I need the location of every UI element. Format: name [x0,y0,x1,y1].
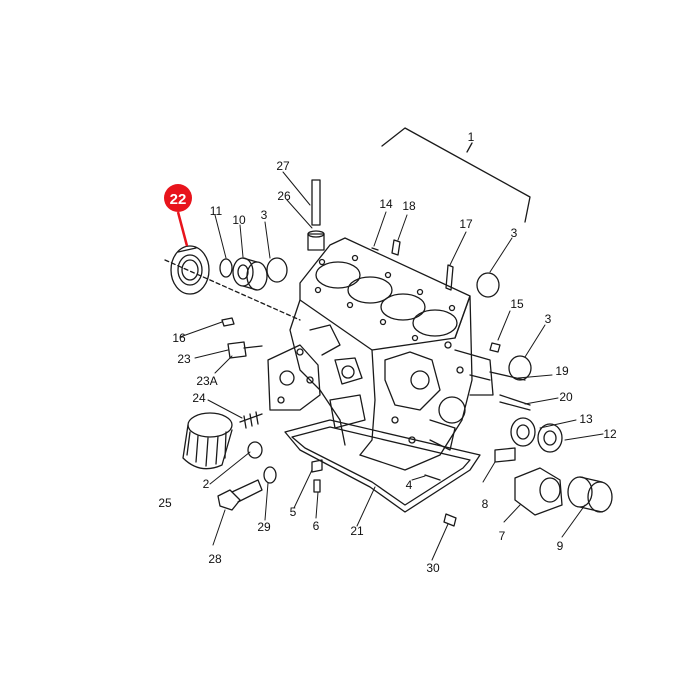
oil-pan-gasket [284,419,481,513]
label-1: 1 [468,130,475,144]
fitting-8 [494,447,516,463]
label-15: 15 [510,297,524,311]
label-3-top-right: 3 [511,226,518,240]
fitting-5 [311,459,323,473]
plug-3-top-right [476,272,500,298]
cylinder-block [267,237,494,471]
oil-filter-25 [182,412,233,470]
label-20: 20 [559,390,573,404]
label-23: 23 [177,352,191,366]
bolt-19 [489,371,526,381]
highlight-badge-label: 22 [170,191,187,208]
label-25: 25 [158,496,172,510]
washer-2 [247,441,263,459]
label-26: 26 [277,189,291,203]
stud-14 [371,247,379,251]
label-29: 29 [257,520,271,534]
pin-18 [391,239,401,256]
highlight-leader [176,211,189,247]
label-30: 30 [426,561,440,575]
pump-gear-12 [537,423,563,453]
fitting-6 [313,479,321,493]
label-27: 27 [276,159,290,173]
label-10: 10 [232,213,246,227]
label-17: 17 [459,217,473,231]
bolt-16 [221,317,235,327]
sender-23 [227,341,263,359]
label-4: 4 [406,478,413,492]
o-ring-11 [219,258,233,278]
rear-seal-22 [170,245,210,295]
part-15 [489,342,501,353]
highlight-badge [164,184,192,212]
bolt-4 [424,474,441,481]
sleeve-9 [567,476,613,513]
pump-body-7 [514,467,563,516]
label-2: 2 [203,477,210,491]
bolt-20 [499,394,531,411]
plug-3-left [266,257,288,283]
stud-24 [239,411,263,429]
label-23a: 23A [196,374,217,388]
label-18: 18 [402,199,416,213]
label-16: 16 [172,331,186,345]
label-11: 11 [210,204,223,218]
bearing-10 [232,257,268,291]
label-24: 24 [192,391,206,405]
label-28: 28 [208,552,222,566]
label-14: 14 [379,197,393,211]
drain-bolt-28 [217,479,263,511]
label-3-right: 3 [545,312,552,326]
label-13: 13 [579,412,593,426]
plug-3-right [508,355,532,381]
label-21: 21 [350,524,364,538]
bracket-1 [381,127,531,223]
screw-30 [443,513,457,527]
label-6: 6 [313,519,320,533]
o-ring-29 [263,466,277,484]
leader-lines [179,171,604,561]
stud-17 [445,264,454,291]
dowel-26-27 [307,179,325,251]
label-19: 19 [555,364,569,378]
label-3-left: 3 [261,208,268,222]
label-9: 9 [557,539,564,553]
pump-gear-13 [510,417,536,447]
part-labels: 1 27 26 11 10 3 14 18 17 3 15 16 3 23 19… [158,130,617,575]
label-8: 8 [482,497,489,511]
label-7: 7 [499,529,506,543]
label-12: 12 [603,427,617,441]
label-5: 5 [290,505,297,519]
